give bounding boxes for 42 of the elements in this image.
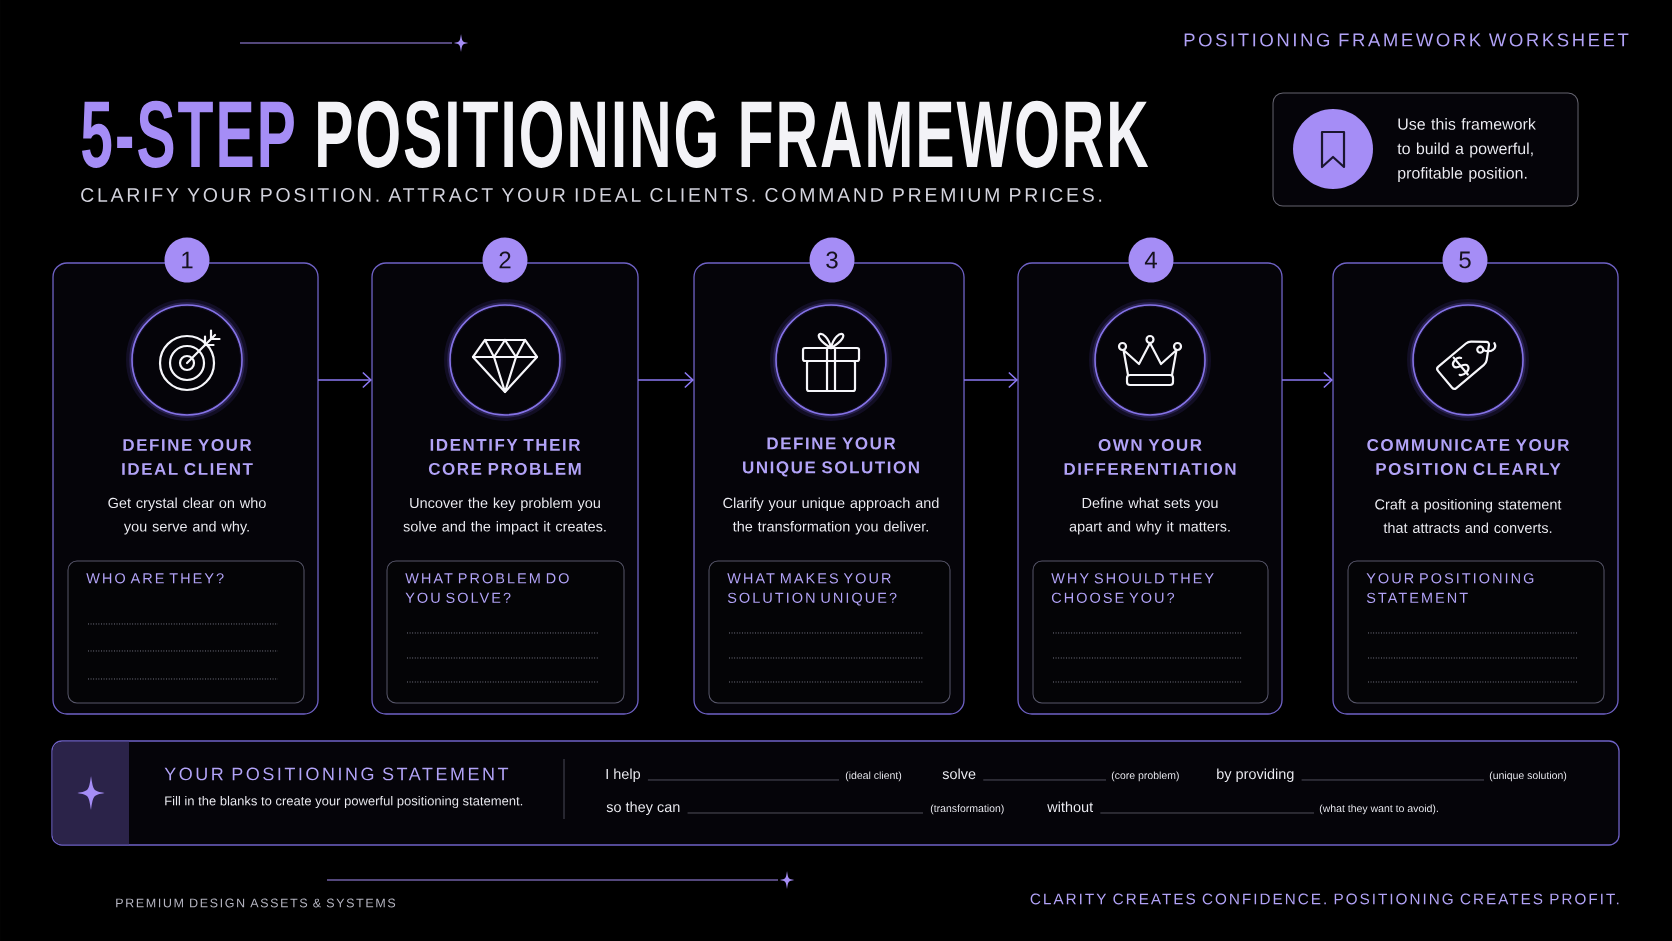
number-badge: 3 xyxy=(809,237,855,283)
statement-heading: YOUR POSITIONING STATEMENT xyxy=(164,767,509,781)
arrow xyxy=(637,371,694,389)
step-description: Clarify your unique approach and the transformation you deliver. xyxy=(723,497,939,535)
hint-text: (transformation) xyxy=(930,804,1004,815)
statement-text: so they can xyxy=(606,801,680,815)
arrow xyxy=(317,371,372,389)
hint-text: (ideal client) xyxy=(845,771,902,782)
prompt-text: YOUR POSITIONING STATEMENT xyxy=(1366,573,1534,603)
step-description: Define what sets you apart and why it matters. xyxy=(1069,497,1230,535)
statement-text: without xyxy=(1047,801,1094,813)
step-heading: DEFINE YOUR IDEAL CLIENT xyxy=(122,438,253,475)
prompt-text: WHAT PROBLEM DO YOU SOLVE? xyxy=(405,573,569,603)
header-label: POSITIONING FRAMEWORK WORKSHEET xyxy=(1184,33,1629,47)
statement-text: I help xyxy=(606,768,641,782)
step-description: Uncover the key problem you solve and the impact it creates. xyxy=(403,497,606,535)
number-badge: 1 xyxy=(164,237,210,283)
hint-text: (unique solution) xyxy=(1489,771,1567,782)
arrow xyxy=(963,371,1018,389)
hint-text: (what they want to avoid). xyxy=(1319,804,1438,815)
info-text: Use this framework to build a powerful, profitable position. xyxy=(1397,118,1536,182)
prompt-text: WHAT MAKES YOUR SOLUTION UNIQUE? xyxy=(727,573,897,606)
tagline: PREMIUM DESIGN ASSETS & SYSTEMS xyxy=(116,898,396,908)
arrow xyxy=(1281,371,1333,389)
step-description: Craft a positioning statement that attracts and converts. xyxy=(1375,498,1562,534)
prompt-text: WHY SHOULD THEY CHOOSE YOU? xyxy=(1051,573,1214,603)
number-badge: 4 xyxy=(1128,237,1174,283)
instruction-text: Fill in the blanks to create your powerful positioning statement. xyxy=(165,795,523,809)
step-heading: COMMUNICATE YOUR POSITION CLEARLY xyxy=(1367,438,1570,475)
number-badge: 2 xyxy=(482,237,528,283)
statement-text: by providing xyxy=(1217,768,1294,782)
step-heading: DEFINE YOUR UNIQUE SOLUTION xyxy=(743,437,919,477)
hint-text: (core problem) xyxy=(1111,771,1179,782)
number-badge: 5 xyxy=(1442,237,1488,283)
prompt-text: WHO ARE THEY? xyxy=(86,573,224,584)
subtitle: CLARIFY YOUR POSITION. ATTRACT YOUR IDEAL CLIENTS. COMMAND PREMIUM PRICES. xyxy=(81,188,1102,202)
footer-slogan: CLARITY CREATES CONFIDENCE. POSITIONING CREATES PROFIT. xyxy=(1030,893,1619,905)
statement-text: solve xyxy=(942,768,976,780)
step-heading: OWN YOUR DIFFERENTIATION xyxy=(1064,438,1236,475)
step-description: Get crystal clear on who you serve and why. xyxy=(108,497,266,535)
title: 5-STEP POSITIONING FRAMEWORK xyxy=(82,100,1149,168)
step-heading: IDENTIFY THEIR CORE PROBLEM xyxy=(428,439,581,475)
